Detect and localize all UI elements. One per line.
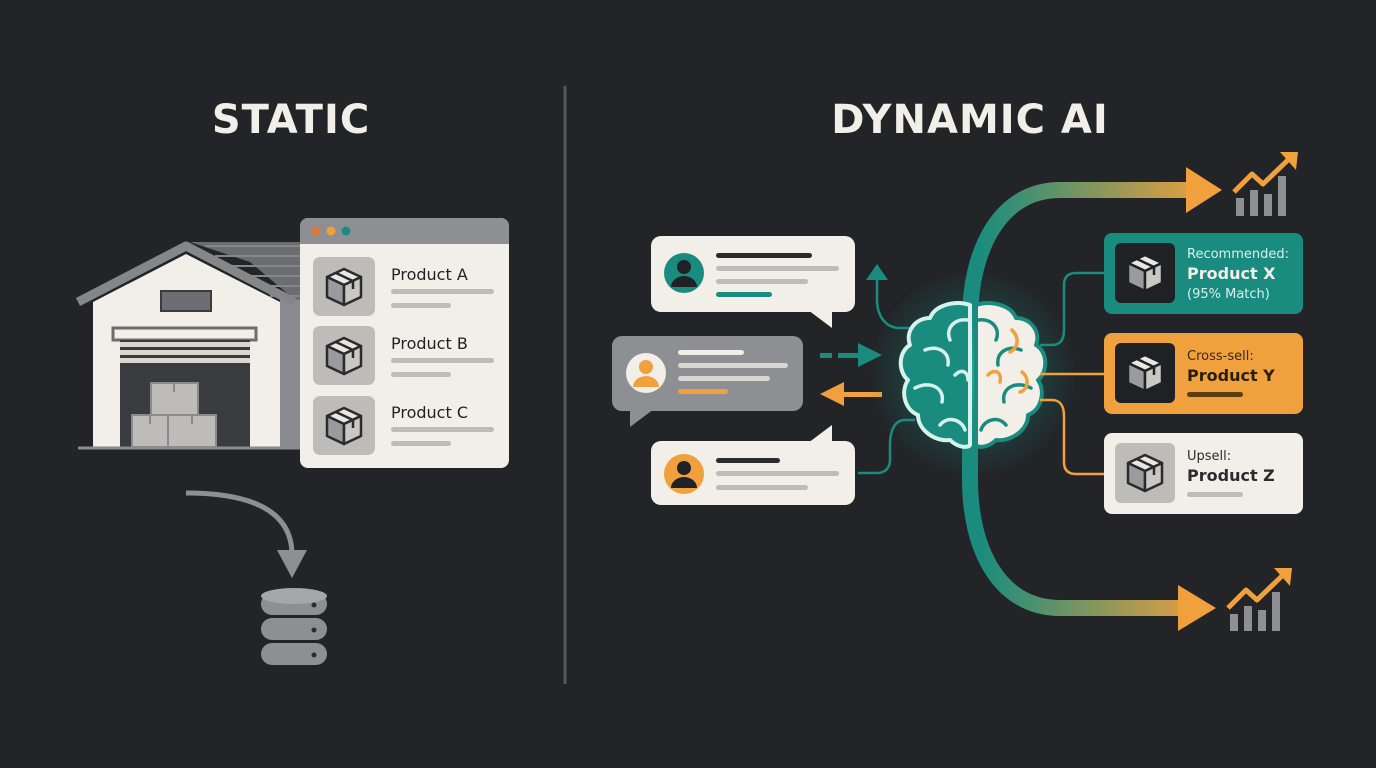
chat-bubble-top bbox=[651, 236, 855, 328]
arrow-right-icon bbox=[1186, 167, 1222, 213]
window-dot-teal bbox=[341, 226, 351, 236]
connector-upsell bbox=[1040, 398, 1104, 476]
box-icon bbox=[325, 336, 363, 376]
dynamic-ai-title: DYNAMIC AI bbox=[831, 97, 1109, 143]
recommendation-product: Product X bbox=[1187, 264, 1276, 283]
ai-brain-icon bbox=[868, 269, 1078, 479]
catalog-item-product-c: Product C bbox=[313, 396, 494, 455]
catalog-item-label: Product B bbox=[391, 334, 468, 353]
warehouse-icon bbox=[75, 241, 300, 450]
arrow-from-brain-icon bbox=[820, 382, 882, 406]
recommendation-match: (95% Match) bbox=[1187, 287, 1270, 302]
box-icon bbox=[1126, 353, 1164, 393]
box-icon bbox=[1126, 453, 1164, 493]
database-icon bbox=[261, 588, 327, 665]
box-icon bbox=[325, 267, 363, 307]
growth-chart-icon bbox=[1232, 152, 1298, 216]
recommendation-product: Product Z bbox=[1187, 466, 1275, 485]
box-icon bbox=[325, 406, 363, 446]
chat-bubble-middle bbox=[612, 336, 803, 427]
growth-chart-icon bbox=[1226, 568, 1292, 631]
recommendation-card-cross-sell: Cross-sell: Product Y bbox=[1104, 333, 1303, 414]
catalog-item-label: Product C bbox=[391, 403, 468, 422]
arrow-right-icon bbox=[1178, 585, 1216, 631]
static-title: STATIC bbox=[212, 97, 370, 143]
recommendation-product: Product Y bbox=[1187, 366, 1275, 385]
chat-bubble-bottom bbox=[651, 425, 855, 505]
recommendation-label: Recommended: bbox=[1187, 247, 1289, 262]
recommendation-card-upsell: Upsell: Product Z bbox=[1104, 433, 1303, 514]
box-icon bbox=[1126, 253, 1164, 293]
catalog-item-label: Product A bbox=[391, 265, 468, 284]
catalog-item-product-a: Product A bbox=[313, 257, 494, 316]
catalog-item-product-b: Product B bbox=[313, 326, 494, 385]
recommendation-label: Cross-sell: bbox=[1187, 349, 1254, 364]
recommendation-card-recommended: Recommended: Product X (95% Match) bbox=[1104, 233, 1303, 314]
curved-arrow-down-icon bbox=[185, 490, 307, 578]
recommendation-label: Upsell: bbox=[1187, 449, 1231, 464]
window-dot-orange bbox=[311, 226, 321, 236]
window-titlebar bbox=[300, 218, 509, 244]
connector-recommended bbox=[1040, 271, 1104, 347]
product-catalog-window: Product A Product B bbox=[300, 218, 509, 468]
window-dot-yellow bbox=[326, 226, 336, 236]
